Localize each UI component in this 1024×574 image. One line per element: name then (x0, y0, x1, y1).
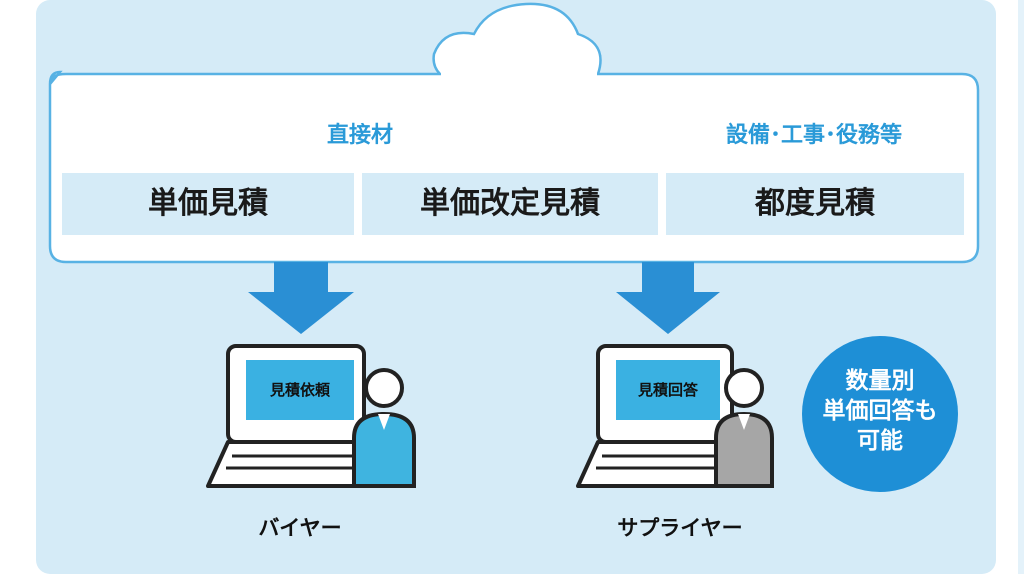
person-icon (714, 368, 774, 488)
quote-box-spot (666, 173, 964, 235)
feature-badge (802, 336, 958, 492)
buyer-role-label: バイヤー (258, 516, 342, 540)
badge-line-3: 可能 (857, 428, 903, 454)
quote-type-unit: 単価見積 (148, 186, 268, 221)
arrow-down-icon (616, 262, 720, 334)
quote-type-revision: 単価改定見積 (420, 186, 600, 221)
arrow-down-icon (248, 262, 354, 334)
quote-type-spot: 都度見積 (755, 186, 875, 221)
supplier-screen-label: 見積回答 (637, 381, 698, 399)
supplier-role-label: サプライヤー (617, 516, 743, 540)
panel-edge (1018, 0, 1024, 574)
badge-line-1: 数量別 (845, 368, 915, 394)
category-indirect-label: 設備･工事･役務等 (725, 123, 902, 148)
badge-line-2: 単価回答も (822, 398, 938, 424)
laptop-icon (206, 344, 394, 488)
quote-box-unit (62, 173, 354, 235)
category-direct-label: 直接材 (326, 123, 393, 148)
person-icon (352, 368, 416, 488)
quote-box-revision (362, 173, 658, 235)
buyer-screen-label: 見積依頼 (269, 381, 330, 399)
